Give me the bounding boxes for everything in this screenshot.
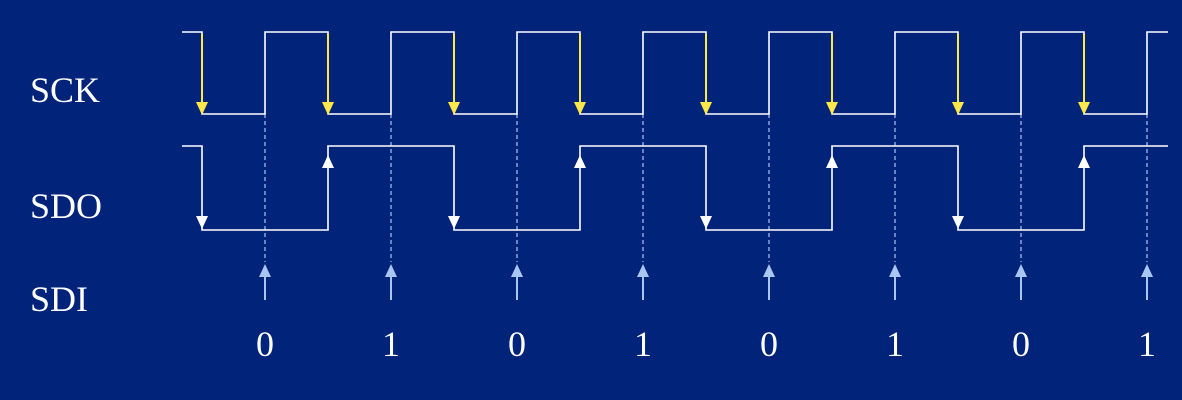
sdi-bit-value: 0 bbox=[760, 324, 778, 364]
sck-edge-arrow-icon bbox=[448, 102, 460, 115]
sdi-label: SDI bbox=[30, 279, 88, 319]
sck-label: SCK bbox=[30, 70, 100, 110]
sck-edge-arrow-icon bbox=[574, 102, 586, 115]
sck-edge-arrow-icon bbox=[196, 102, 208, 115]
sdi-sample-arrow-icon bbox=[889, 264, 901, 277]
sdi-bit-value: 0 bbox=[256, 324, 274, 364]
sdi-bit-values: 0 1 0 1 0 1 0 1 bbox=[256, 324, 1156, 364]
sdo-rise-arrow-icon bbox=[322, 155, 334, 168]
sdo-rise-arrow-icon bbox=[826, 155, 838, 168]
sdo-waveform bbox=[182, 145, 1168, 231]
sdi-sample-arrow-icon bbox=[385, 264, 397, 277]
sdo-rise-arrow-icon bbox=[574, 155, 586, 168]
sdo-fall-arrow-icon bbox=[448, 216, 460, 229]
sdi-sample-arrow-icon bbox=[763, 264, 775, 277]
waveforms bbox=[182, 31, 1168, 231]
sck-edge-arrow-icon bbox=[952, 102, 964, 115]
sdo-fall-arrow-icon bbox=[196, 216, 208, 229]
sdi-bit-value: 1 bbox=[886, 324, 904, 364]
sdo-fall-arrow-icon bbox=[952, 216, 964, 229]
sdo-rise-arrow-icon bbox=[1078, 155, 1090, 168]
sdi-bit-value: 0 bbox=[1012, 324, 1030, 364]
sdi-sample-arrow-icon bbox=[1141, 264, 1153, 277]
sdi-bit-value: 1 bbox=[382, 324, 400, 364]
sdi-bit-value: 1 bbox=[1138, 324, 1156, 364]
sdi-sample-arrow-icon bbox=[1015, 264, 1027, 277]
sck-edge-arrow-icon bbox=[1078, 102, 1090, 115]
sdi-bit-value: 0 bbox=[508, 324, 526, 364]
sdi-bit-value: 1 bbox=[634, 324, 652, 364]
sck-edge-arrow-icon bbox=[700, 102, 712, 115]
sdo-fall-arrow-icon bbox=[700, 216, 712, 229]
sample-lines bbox=[264, 114, 1148, 262]
sck-edge-arrow-icon bbox=[826, 102, 838, 115]
sdi-sample-arrow-icon bbox=[259, 264, 271, 277]
sdi-sample-arrow-icon bbox=[637, 264, 649, 277]
sck-edge-arrow-icon bbox=[322, 102, 334, 115]
sdo-label: SDO bbox=[30, 186, 102, 226]
sck-waveform bbox=[182, 31, 1168, 115]
sdi-sample-arrow-icon bbox=[511, 264, 523, 277]
edge-arrows bbox=[196, 34, 1153, 300]
